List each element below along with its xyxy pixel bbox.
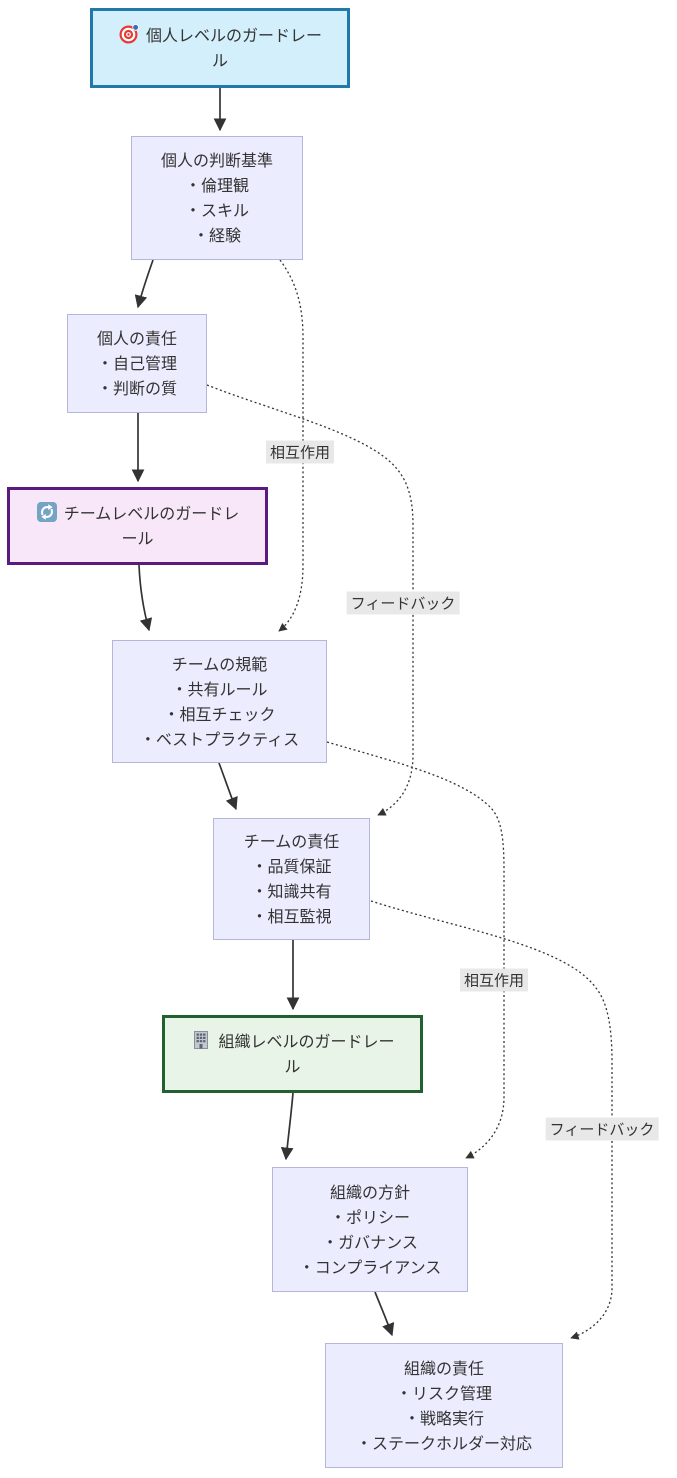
node-personal-guardrail: 個人レベルのガードレール	[90, 8, 350, 88]
edge-feedback-team	[370, 900, 613, 1340]
node-org-policy: 組織の方針 ・ポリシー ・ガバナンス ・コンプライアンス	[272, 1167, 468, 1292]
node-item: ・判断の質	[96, 379, 177, 398]
node-team-responsibility: チームの責任 ・品質保証 ・知識共有 ・相互監視	[213, 818, 370, 940]
node-item: ・品質保証	[251, 857, 332, 876]
node-title: 個人の責任	[96, 329, 177, 348]
node-label: 個人レベルのガードレール	[145, 26, 322, 70]
node-team-guardrail: チームレベルのガードレール	[7, 487, 268, 565]
node-item: ・ステークホルダー対応	[355, 1433, 532, 1453]
edge-label-interaction-1: 相互作用	[265, 440, 335, 464]
edge-interaction-personal	[278, 259, 304, 632]
node-item: ・ポリシー	[329, 1207, 410, 1227]
node-item: ・知識共有	[251, 882, 332, 901]
node-item: ・コンプライアンス	[298, 1257, 442, 1277]
building-icon	[190, 1029, 212, 1051]
edge-label-feedback-2: フィードバック	[545, 1117, 659, 1141]
node-item: ・倫理観	[184, 176, 249, 195]
node-org-responsibility: 組織の責任 ・リスク管理 ・戦略実行 ・ステークホルダー対応	[325, 1343, 563, 1468]
edge-team-guardrail-to-team-norms	[138, 564, 153, 632]
node-item: ・共有ルール	[171, 679, 268, 699]
node-title: 組織の方針	[329, 1182, 410, 1202]
node-item: ・戦略実行	[403, 1408, 484, 1428]
edge-team-norms-to-team-responsibility	[218, 762, 238, 811]
node-item: ・相互監視	[251, 907, 332, 926]
node-personal-responsibility: 個人の責任 ・自己管理 ・判断の質	[67, 314, 207, 413]
node-team-norms: チームの規範 ・共有ルール ・相互チェック ・ベストプラクティス	[112, 640, 327, 763]
node-item: ・ガバナンス	[322, 1232, 418, 1252]
edge-org-policy-to-org-responsibility	[374, 1291, 395, 1337]
node-personal-criteria: 個人の判断基準 ・倫理観 ・スキル ・経験	[131, 136, 303, 260]
node-org-guardrail: 組織レベルのガードレール	[162, 1015, 423, 1093]
node-item: ・ベストプラクティス	[139, 729, 300, 749]
edge-interaction-team	[326, 741, 505, 1159]
node-title: チームの規範	[171, 654, 268, 674]
node-title: 組織の責任	[403, 1358, 484, 1378]
edge-label-feedback-1: フィードバック	[346, 591, 460, 615]
node-item: ・スキル	[184, 201, 249, 220]
target-icon	[118, 23, 140, 45]
edge-criteria-to-personal-responsibility	[134, 259, 154, 309]
node-title: チームの責任	[243, 832, 340, 851]
node-team-guardrail-text: チームレベルのガードレール	[10, 501, 265, 551]
refresh-icon	[36, 501, 58, 523]
node-personal-guardrail-text: 個人レベルのガードレール	[93, 23, 347, 73]
node-label: 組織レベルのガードレール	[218, 1032, 395, 1076]
node-item: ・自己管理	[96, 354, 177, 373]
node-item: ・相互チェック	[163, 704, 276, 724]
node-org-guardrail-text: 組織レベルのガードレール	[165, 1029, 420, 1079]
edge-org-guardrail-to-org-policy	[280, 1092, 294, 1161]
node-item: ・経験	[192, 226, 241, 245]
edge-feedback-personal	[206, 384, 414, 816]
edge-label-interaction-2: 相互作用	[459, 968, 529, 992]
node-title: 個人の判断基準	[160, 151, 273, 170]
node-item: ・リスク管理	[395, 1383, 492, 1403]
node-label: チームレベルのガードレール	[63, 504, 240, 548]
